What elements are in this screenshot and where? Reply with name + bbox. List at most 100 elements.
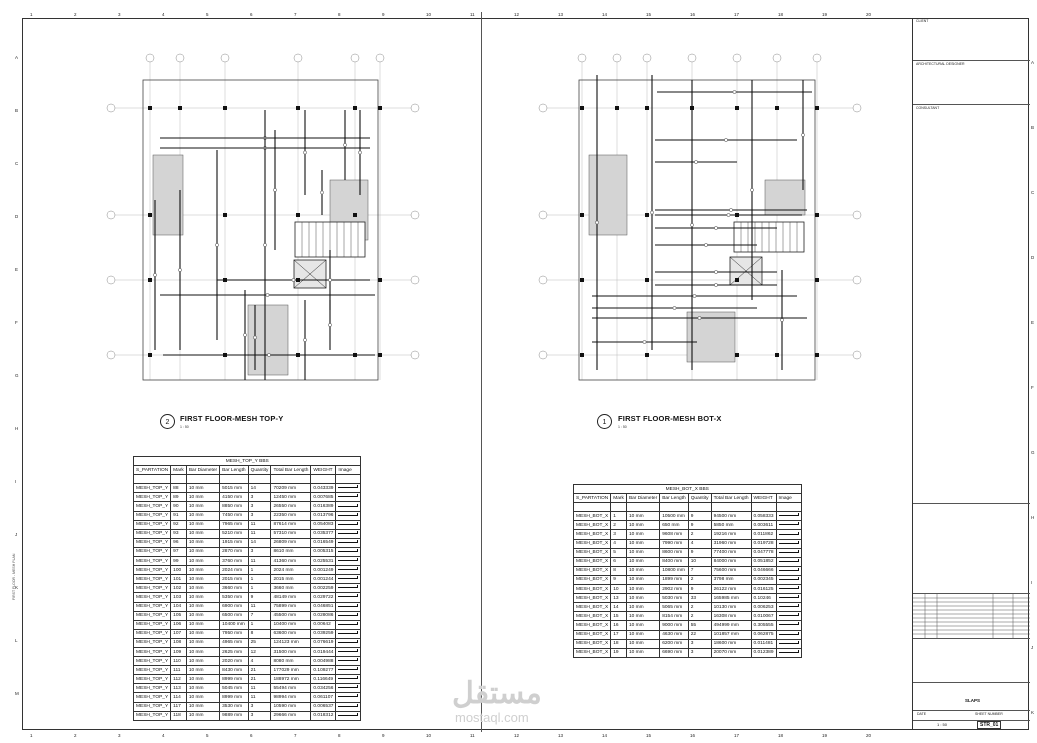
table-cell: MESH_BOT_X xyxy=(572,638,612,649)
table-cell: 2015 mm xyxy=(270,574,312,585)
table-cell: 6500 mm xyxy=(219,610,249,621)
table-cell: 9 xyxy=(687,584,712,595)
table-cell: 2902 mm xyxy=(659,584,689,595)
sheet-number: STR_01 xyxy=(977,721,1002,729)
column xyxy=(580,106,584,110)
table-cell: 57310 mm xyxy=(270,528,312,539)
table-cell: 10590 mm xyxy=(270,701,312,712)
column xyxy=(580,278,584,282)
bar-shape-icon xyxy=(778,631,799,636)
table-cell: MESH_BOT_X xyxy=(572,529,612,540)
grid-letter-I: I xyxy=(15,479,17,484)
grid-bubble xyxy=(106,275,116,285)
table-cell: 89 xyxy=(170,492,187,503)
grid-number-7: 7 xyxy=(294,12,297,17)
table-cell: 0.039259 xyxy=(310,628,337,639)
table-cell: 3 xyxy=(687,647,712,658)
bar-shape-icon xyxy=(778,513,799,517)
column xyxy=(223,353,227,357)
grid-bubble xyxy=(350,53,360,63)
bar-shape-icon xyxy=(338,603,359,608)
table-cell: MESH_BOT_X xyxy=(572,547,612,558)
opening-hatch xyxy=(764,179,806,216)
rebar-tag xyxy=(642,340,647,344)
table-cell: 75899 mm xyxy=(270,601,312,612)
grid-letter-right-B: B xyxy=(1031,125,1035,130)
table-cell: 10130 mm xyxy=(710,602,752,613)
table-cell: 10 mm xyxy=(185,646,221,658)
table-cell: MESH_TOP_Y xyxy=(132,528,172,539)
grid-number-16: 16 xyxy=(690,12,696,17)
grid-number-4: 4 xyxy=(162,12,165,17)
rebar-tag xyxy=(273,188,277,192)
bar-shape-icon xyxy=(338,658,359,662)
column xyxy=(178,106,182,110)
grid-bubble xyxy=(106,103,116,113)
grid-number-8: 8 xyxy=(338,733,341,738)
table-cell: MESH_BOT_X xyxy=(572,520,612,531)
table-cell: 114 xyxy=(170,692,187,703)
table-cell: 0.034256 xyxy=(310,683,337,694)
bar-shape-icon xyxy=(778,640,799,645)
table-cell: MESH_TOP_Y xyxy=(132,592,172,603)
bar-shape-icon xyxy=(338,567,359,571)
table-cell: 0.016549 xyxy=(310,537,337,548)
table-cell: MESH_BOT_X xyxy=(572,611,612,622)
table-cell: 8430 mm xyxy=(219,665,249,676)
plan-linework xyxy=(106,53,420,381)
column xyxy=(296,353,300,357)
rebar-tag xyxy=(291,278,296,282)
table-cell: 165985 mm xyxy=(710,593,752,604)
rebar-tag xyxy=(265,293,270,297)
table-cell: 10 mm xyxy=(185,501,221,512)
table-cell: 10 mm xyxy=(625,620,661,631)
table-cell: 6200 mm xyxy=(659,638,689,649)
table-cell: 8999 mm xyxy=(219,674,249,685)
table-cell: 0.047778 xyxy=(750,547,777,558)
sheet-scale: 1 : 50 xyxy=(937,722,948,727)
bar-shape-icon xyxy=(338,667,359,671)
table-cell: 11 xyxy=(247,528,272,539)
opening-hatch xyxy=(588,154,628,236)
table-cell: 4 xyxy=(610,538,627,549)
table-cell: 10 mm xyxy=(185,546,221,558)
table-cell: 10400 mm xyxy=(219,619,249,630)
table-cell: 45500 mm xyxy=(270,610,312,621)
table-cell: 10 mm xyxy=(625,565,661,576)
table-cell: 92 xyxy=(170,519,187,530)
client-label: CLIENT xyxy=(916,19,929,23)
table-cell: 7 xyxy=(247,610,272,621)
table-cell: 3 xyxy=(247,501,272,512)
table-cell: 63600 mm xyxy=(270,628,312,639)
column-header: Bar Length xyxy=(219,465,249,476)
grid-bubble xyxy=(293,53,303,63)
table-cell: MESH_TOP_Y xyxy=(132,683,172,694)
table-cell: 0.010067 xyxy=(750,611,777,622)
rebar-tag xyxy=(320,190,324,195)
table-cell: 10 mm xyxy=(185,674,221,685)
table-cell: 8400 mm xyxy=(659,556,689,567)
grid-number-15: 15 xyxy=(646,12,652,17)
table-cell: 0.013796 xyxy=(310,510,337,521)
table-cell: 10 mm xyxy=(625,574,661,586)
table-cell: 0.002259 xyxy=(310,583,337,594)
sheet-number-label: SHEET NUMBER xyxy=(975,712,1003,716)
table-cell: 96 xyxy=(170,537,187,548)
table-cell: 26550 mm xyxy=(270,501,312,512)
table-cell: 1 xyxy=(247,619,272,630)
table-cell: 0.002345 xyxy=(750,574,777,586)
grid-number-16: 16 xyxy=(690,733,696,738)
bar-shape-icon xyxy=(778,522,799,526)
grid-letter-C: C xyxy=(15,161,19,166)
table-cell: 22 xyxy=(687,629,712,640)
table-cell: 93 xyxy=(170,528,187,539)
table-cell: 21 xyxy=(247,665,272,676)
view-number-left: 2 xyxy=(160,414,175,429)
grid-bubble xyxy=(772,53,782,63)
view-title-right: FIRST FLOOR-MESH BOT-X xyxy=(618,414,722,423)
table-cell: MESH_TOP_Y xyxy=(132,646,172,658)
